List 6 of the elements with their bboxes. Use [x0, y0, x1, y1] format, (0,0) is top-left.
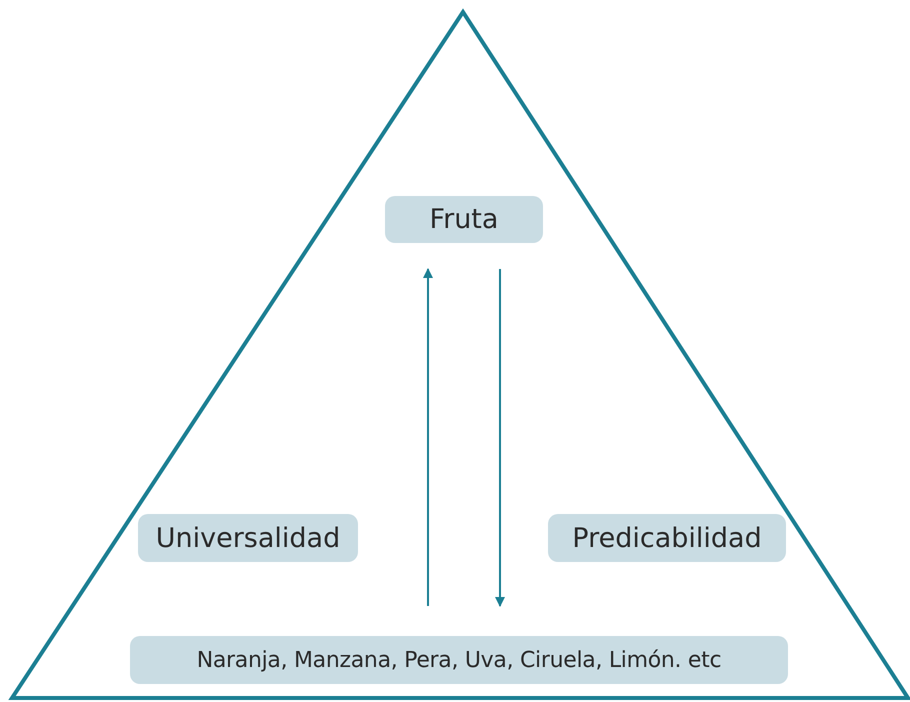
label-box: Fruta — [385, 196, 543, 243]
label-box: Universalidad — [138, 514, 358, 562]
label-box: Predicabilidad — [548, 514, 786, 562]
arrow — [423, 268, 433, 606]
label-box: Naranja, Manzana, Pera, Uva, Ciruela, Limón. etc — [130, 636, 788, 684]
arrow — [495, 269, 505, 607]
